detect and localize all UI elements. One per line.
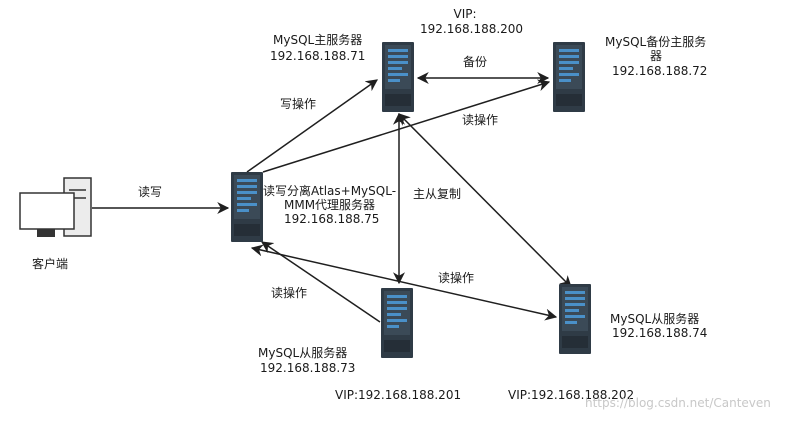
mysql-slave-73-name: MySQL从服务器 [258, 346, 348, 360]
proxy-name-cont: MMM代理服务器 [284, 198, 376, 212]
edge-proxy-slave73 [261, 241, 381, 323]
mysql-master-ip: 192.168.188.71 [270, 49, 366, 63]
watermark: https://blog.csdn.net/Canteven [585, 396, 771, 410]
server-icon-mysql-master [382, 42, 414, 112]
server-icon-proxy [231, 172, 263, 242]
server-icon-mysql-slave-73 [381, 288, 413, 358]
client-computer-icon [19, 177, 92, 237]
edge-label-proxy-slave73: 读操作 [271, 286, 308, 300]
mysql-master-name: MySQL主服务器 [273, 33, 363, 47]
server-icon-mysql-slave-74 [559, 284, 591, 354]
proxy-name: 读写分离Atlas+MySQL- [263, 184, 397, 198]
vip-top-label: VIP: [453, 7, 477, 21]
edges [92, 72, 572, 323]
edge-proxy-slave74 [250, 244, 558, 321]
client-name: 客户端 [32, 257, 69, 271]
mysql-backup-master-name: MySQL备份主服务 [605, 35, 707, 49]
mysql-backup-master-ip: 192.168.188.72 [612, 64, 708, 78]
proxy-ip: 192.168.188.75 [284, 212, 380, 226]
server-icon-mysql-backup-master [553, 42, 585, 112]
mysql-slave-73-vip: VIP:192.168.188.201 [335, 388, 462, 402]
vip-top-ip: 192.168.188.200 [420, 22, 524, 36]
mysql-slave-73-ip: 192.168.188.73 [260, 361, 356, 375]
edge-label-proxy-slave74: 读操作 [438, 271, 475, 285]
edge-proxy-master [246, 79, 378, 173]
edge-label-client-proxy: 读写 [138, 185, 163, 199]
edge-label-master-backup: 备份 [463, 55, 488, 69]
edge-label-proxy-master: 写操作 [280, 97, 317, 111]
edge-label-proxy-backup: 读操作 [462, 113, 499, 127]
edge-label-master-slaves: 主从复制 [413, 187, 462, 201]
mysql-slave-74-name: MySQL从服务器 [610, 312, 700, 326]
mysql-backup-master-name-cont: 器 [650, 49, 663, 63]
mysql-slave-74-ip: 192.168.188.74 [612, 326, 708, 340]
mysql-slave-74-vip: VIP:192.168.188.202 [508, 388, 635, 402]
